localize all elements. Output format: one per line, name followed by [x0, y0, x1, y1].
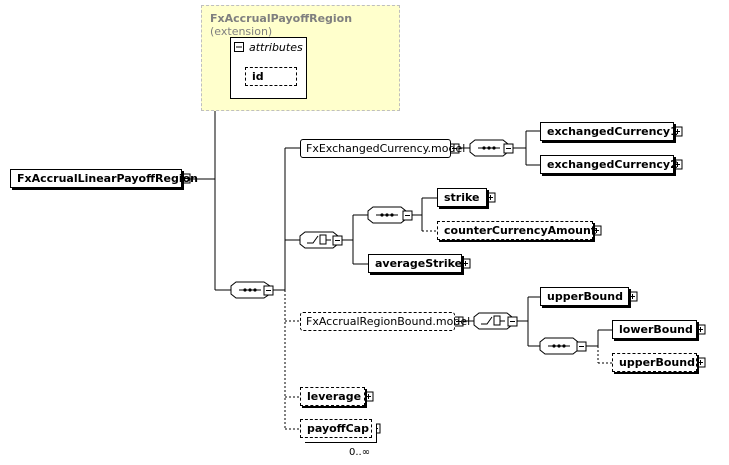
attributes-label: attributes — [249, 41, 303, 54]
element-label: upperBound — [619, 356, 695, 369]
group-fx-accrual-region-bound-model[interactable]: FxAccrualRegionBound.model — [300, 312, 470, 331]
element-label: leverage — [307, 390, 362, 403]
element-upper-bound-optional[interactable]: upperBound — [612, 353, 697, 372]
extension-title: FxAccrualPayoffRegion (extension) — [210, 12, 399, 38]
element-label: lowerBound — [619, 323, 693, 336]
element-strike[interactable]: strike — [437, 188, 487, 207]
element-leverage[interactable]: leverage — [300, 387, 365, 406]
element-label: strike — [444, 191, 480, 204]
minus-box-icon[interactable] — [234, 42, 246, 54]
extension-type-name: FxAccrualPayoffRegion — [210, 12, 353, 25]
sequence-compositor-icon[interactable] — [230, 281, 271, 299]
attribute-id-label: id — [252, 70, 264, 83]
group-label: FxExchangedCurrency.model — [306, 142, 466, 155]
element-payoff-cap[interactable]: payoffCap — [300, 419, 372, 438]
choice-compositor-icon[interactable] — [473, 312, 513, 330]
extension-suffix: (extension) — [210, 25, 273, 38]
element-label: exchangedCurrency1 — [547, 125, 678, 138]
element-average-strike[interactable]: averageStrike — [368, 254, 462, 273]
group-label: FxAccrualRegionBound.model — [306, 315, 471, 328]
element-label: exchangedCurrency2 — [547, 158, 678, 171]
element-exchanged-currency1[interactable]: exchangedCurrency1 — [540, 122, 678, 141]
element-counter-currency-amount[interactable]: counterCurrencyAmount — [437, 221, 597, 240]
root-element-label: FxAccrualLinearPayoffRegion — [17, 172, 198, 185]
element-label: payoffCap — [307, 422, 369, 435]
element-label: upperBound — [547, 290, 623, 303]
element-upper-bound[interactable]: upperBound — [540, 287, 629, 306]
element-exchanged-currency2[interactable]: exchangedCurrency2 — [540, 155, 678, 174]
sequence-compositor-icon[interactable] — [469, 139, 509, 157]
attribute-id[interactable]: id — [245, 67, 297, 86]
group-fx-exchanged-currency-model[interactable]: FxExchangedCurrency.model — [300, 139, 465, 158]
element-label: averageStrike — [375, 257, 463, 270]
root-element[interactable]: FxAccrualLinearPayoffRegion — [10, 169, 198, 188]
occurrence-label: 0..∞ — [349, 447, 371, 458]
element-label: counterCurrencyAmount — [444, 224, 597, 237]
sequence-compositor-icon[interactable] — [539, 337, 579, 355]
choice-compositor-icon[interactable] — [299, 231, 339, 249]
element-lower-bound[interactable]: lowerBound — [612, 320, 697, 339]
sequence-compositor-icon[interactable] — [367, 206, 407, 224]
